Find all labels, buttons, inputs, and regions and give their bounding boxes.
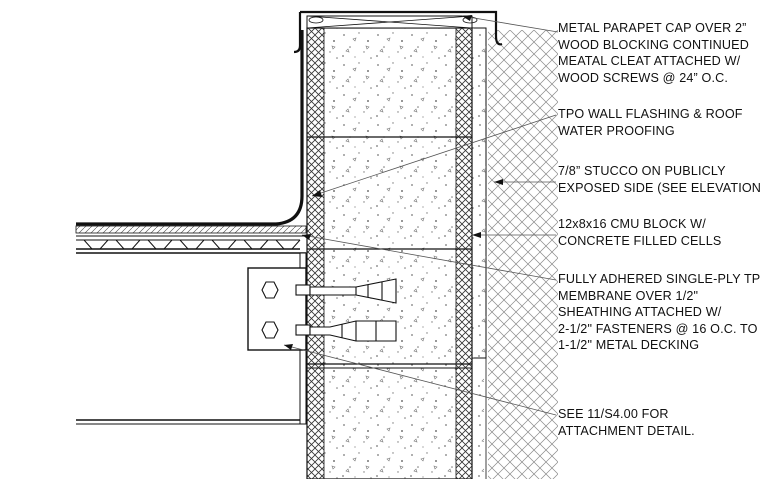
note-line: 1-1/2" METAL DECKING xyxy=(558,338,700,353)
note-line: FULLY ADHERED SINGLE-PLY TPO xyxy=(558,272,760,286)
note-tpo-wall-flashing: TPO WALL FLASHING & ROOF WATER PROOFING xyxy=(558,106,743,139)
leader-lines xyxy=(283,15,559,416)
note-parapet-cap: METAL PARAPET CAP OVER 2” WOOD BLOCKING … xyxy=(558,20,749,86)
note-line: MEATAL CLEAT ATTACHED W/ xyxy=(558,54,741,69)
note-line: 12x8x16 CMU BLOCK W/ xyxy=(558,217,706,231)
note-line: 7/8” STUCCO ON PUBLICLY xyxy=(558,164,726,178)
note-line: CONCRETE FILLED CELLS xyxy=(558,233,722,248)
anchor-bolts xyxy=(295,278,397,342)
tpo-flashing xyxy=(76,30,304,226)
bolted-plate xyxy=(247,267,307,351)
stucco-layer xyxy=(471,27,487,479)
note-tpo-membrane: FULLY ADHERED SINGLE-PLY TPO MEMBRANE OV… xyxy=(558,271,760,354)
note-line: 2-1/2" FASTENERS @ 16 O.C. TO xyxy=(558,321,758,336)
leader-arrows xyxy=(284,15,503,350)
note-line: TPO WALL FLASHING & ROOF xyxy=(558,107,743,121)
note-line: SHEATHING ATTACHED W/ xyxy=(558,305,722,320)
roof-assembly xyxy=(75,225,307,254)
parapet-cap xyxy=(293,10,503,54)
note-line: WOOD BLOCKING CONTINUED xyxy=(558,37,749,52)
note-line: METAL PARAPET CAP OVER 2” xyxy=(558,21,747,35)
note-line: MEMBRANE OVER 1/2" xyxy=(558,288,699,303)
note-cmu-block: 12x8x16 CMU BLOCK W/ CONCRETE FILLED CEL… xyxy=(558,216,721,249)
cmu-wall xyxy=(306,27,473,479)
note-line: WOOD SCREWS @ 24” O.C. xyxy=(558,70,729,85)
exterior-hatch xyxy=(488,30,558,479)
note-line: SEE 11/S4.00 FOR xyxy=(558,407,669,421)
note-line: WATER PROOFING xyxy=(558,123,675,138)
note-line: ATTACHMENT DETAIL. xyxy=(558,423,695,438)
note-line: EXPOSED SIDE (SEE ELEVATIONS) xyxy=(558,180,760,195)
note-stucco: 7/8” STUCCO ON PUBLICLY EXPOSED SIDE (SE… xyxy=(558,163,760,196)
note-attachment-detail: SEE 11/S4.00 FOR ATTACHMENT DETAIL. xyxy=(558,406,695,439)
